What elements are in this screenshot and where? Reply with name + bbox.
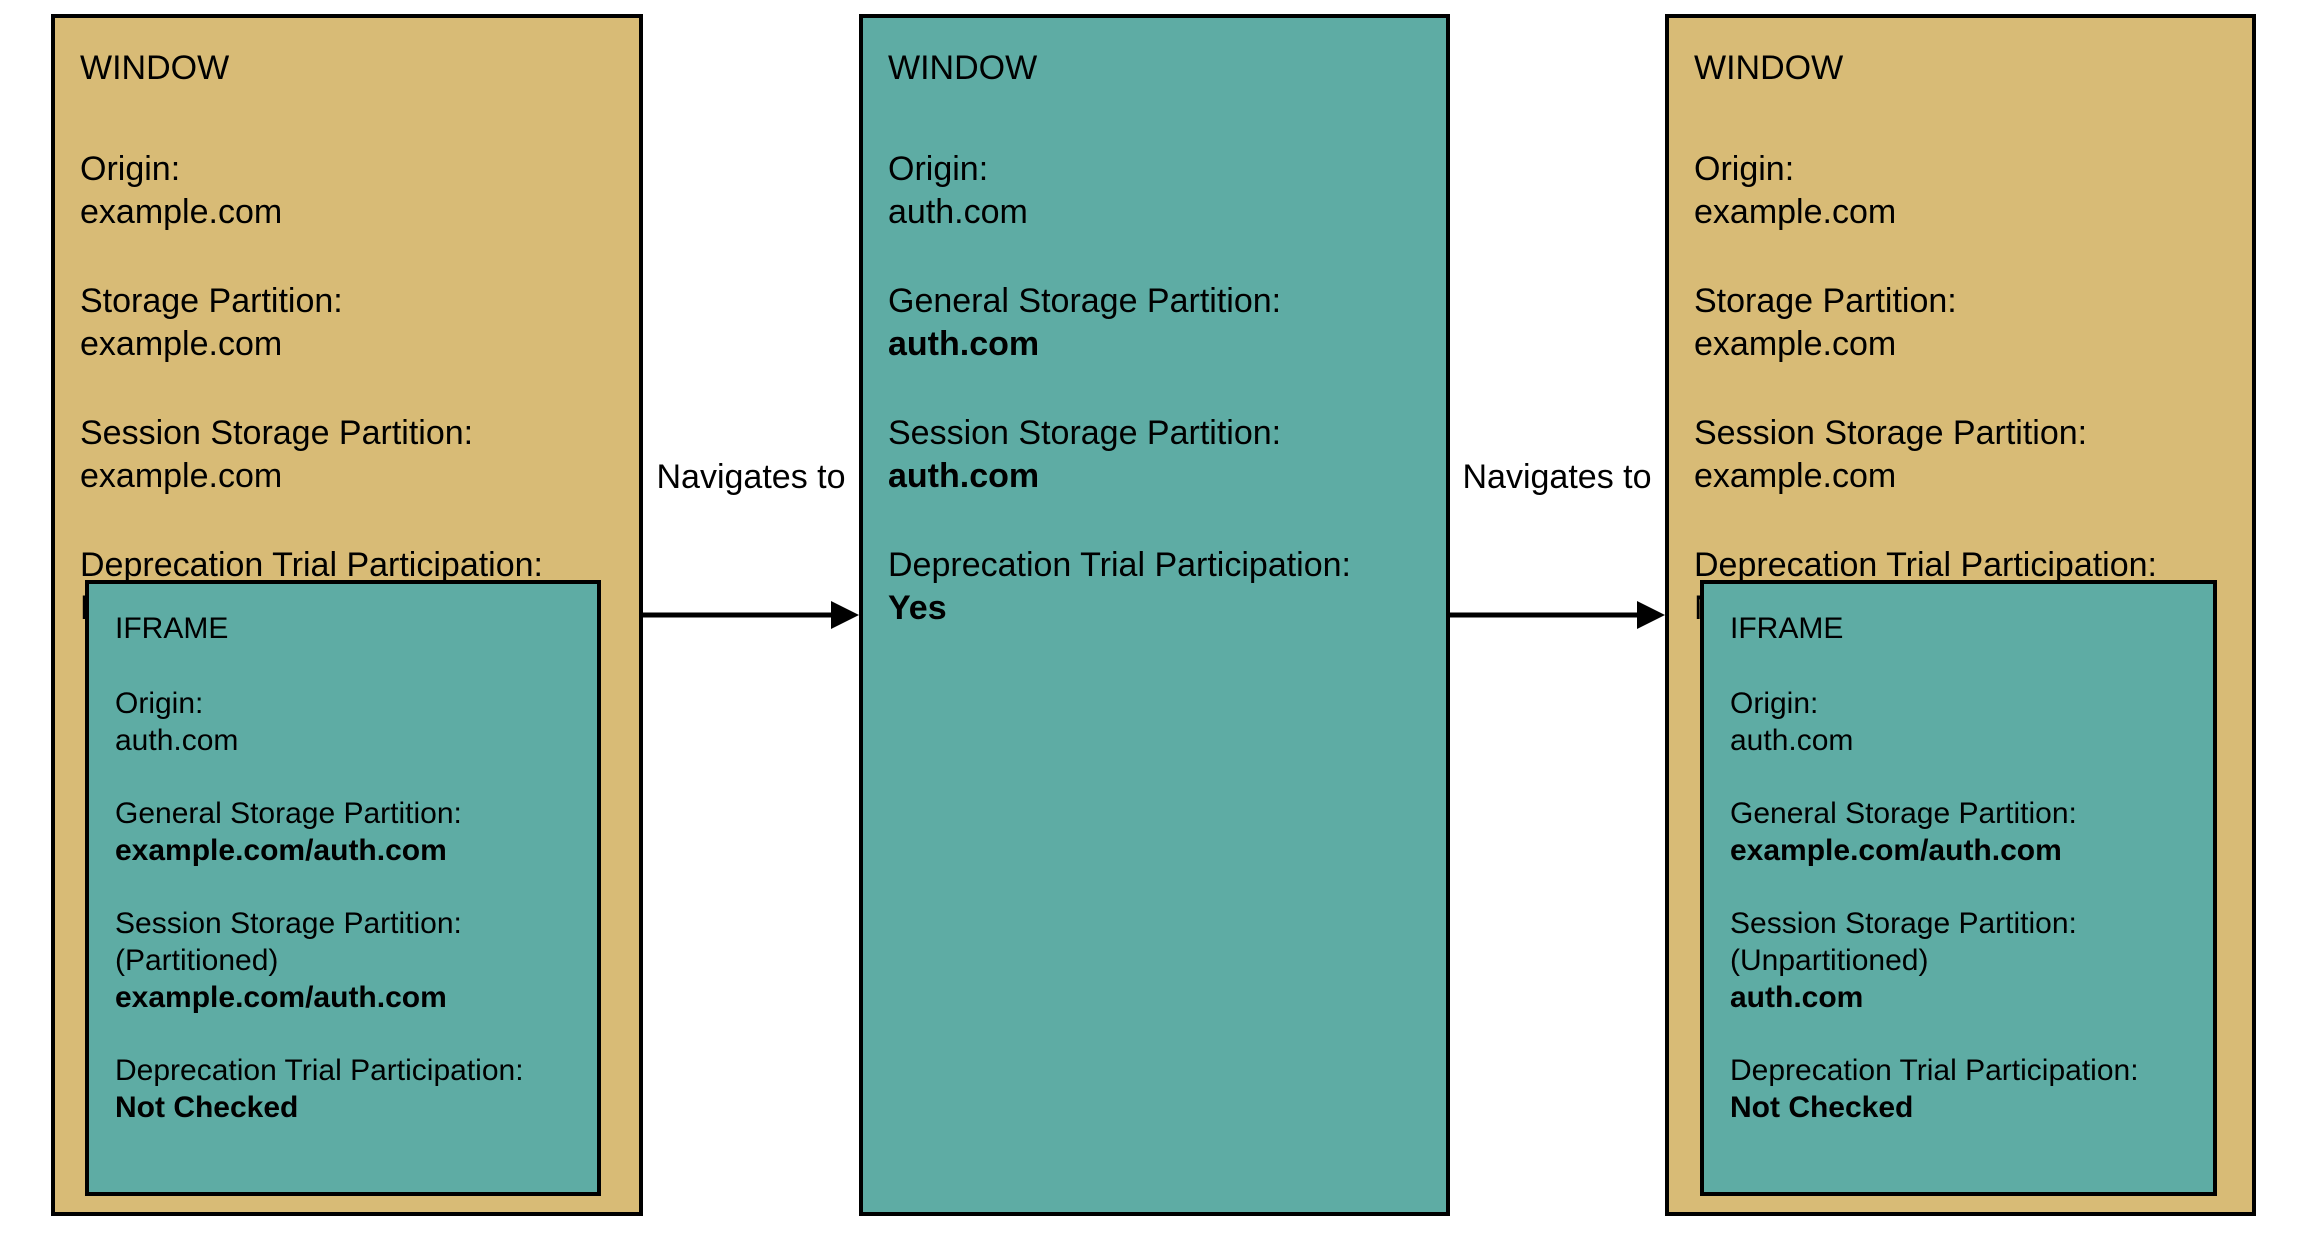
field-label: Deprecation Trial Participation: bbox=[1730, 1054, 2139, 1087]
field-value: example.com bbox=[1694, 193, 1897, 231]
origin-field: Origin: auth.com bbox=[115, 685, 585, 759]
field-value: example.com bbox=[1694, 457, 1897, 495]
right-iframe-box: IFRAME Origin: auth.com General Storage … bbox=[1700, 580, 2217, 1196]
field-value: example.com/auth.com bbox=[115, 981, 447, 1014]
general-storage-partition-field: General Storage Partition: example.com/a… bbox=[1730, 795, 2201, 869]
window-title: WINDOW bbox=[1694, 49, 1844, 87]
origin-field: Origin: auth.com bbox=[888, 148, 1428, 234]
field-value: Not Checked bbox=[115, 1091, 299, 1124]
field-value: Not Checked bbox=[1730, 1091, 1914, 1124]
left-iframe-box: IFRAME Origin: auth.com General Storage … bbox=[85, 580, 601, 1196]
field-label: General Storage Partition: bbox=[1730, 797, 2077, 830]
field-value: example.com/auth.com bbox=[1730, 834, 2062, 867]
navigates-to-label: Navigates to bbox=[656, 458, 846, 496]
origin-field: Origin: example.com bbox=[80, 148, 621, 234]
field-value: example.com/auth.com bbox=[115, 834, 447, 867]
iframe-title: IFRAME bbox=[1730, 612, 1844, 645]
field-label: Deprecation Trial Participation: bbox=[888, 546, 1352, 584]
field-label: General Storage Partition: bbox=[888, 282, 1282, 320]
field-label: Origin: bbox=[80, 150, 181, 188]
field-value: auth.com bbox=[115, 724, 239, 757]
field-value: example.com bbox=[80, 193, 283, 231]
field-label: Session Storage Partition: bbox=[1694, 414, 2088, 452]
field-label: Session Storage Partition: bbox=[1730, 907, 2077, 940]
window-title: WINDOW bbox=[888, 49, 1038, 87]
field-value: auth.com bbox=[1730, 981, 1864, 1014]
navigates-arrow-icon bbox=[643, 601, 859, 629]
session-storage-partition-field: Session Storage Partition: example.com bbox=[1694, 412, 2234, 498]
navigates-to-label: Navigates to bbox=[1462, 458, 1652, 496]
field-label: Deprecation Trial Participation: bbox=[80, 546, 544, 584]
deprecation-trial-field: Deprecation Trial Participation: Not Che… bbox=[115, 1052, 585, 1126]
field-value: Yes bbox=[888, 589, 947, 627]
deprecation-trial-field: Deprecation Trial Participation: Not Che… bbox=[1730, 1052, 2201, 1126]
field-label: Session Storage Partition: bbox=[888, 414, 1282, 452]
storage-partition-field: Storage Partition: example.com bbox=[1694, 280, 2234, 366]
left-window-panel: WINDOW Origin: example.com Storage Parti… bbox=[51, 14, 643, 1216]
field-label: Session Storage Partition: bbox=[115, 907, 462, 940]
field-label: Origin: bbox=[115, 687, 204, 720]
field-value: auth.com bbox=[888, 457, 1040, 495]
middle-window-panel: WINDOW Origin: auth.com General Storage … bbox=[859, 14, 1450, 1216]
field-label: Origin: bbox=[1694, 150, 1795, 188]
session-storage-partition-field: Session Storage Partition: example.com bbox=[80, 412, 621, 498]
field-label: Origin: bbox=[888, 150, 989, 188]
session-storage-partition-field: Session Storage Partition: (Unpartitione… bbox=[1730, 905, 2201, 1016]
general-storage-partition-field: General Storage Partition: example.com/a… bbox=[115, 795, 585, 869]
field-value: auth.com bbox=[888, 325, 1040, 363]
storage-partition-field: Storage Partition: example.com bbox=[80, 280, 621, 366]
field-label: Storage Partition: bbox=[1694, 282, 1957, 320]
field-value: example.com bbox=[80, 325, 283, 363]
field-label: Storage Partition: bbox=[80, 282, 343, 320]
field-note: (Unpartitioned) bbox=[1730, 944, 1929, 977]
field-value: auth.com bbox=[1730, 724, 1854, 757]
field-value: auth.com bbox=[888, 193, 1028, 231]
session-storage-partition-field: Session Storage Partition: auth.com bbox=[888, 412, 1428, 498]
field-label: Origin: bbox=[1730, 687, 1819, 720]
field-value: example.com bbox=[80, 457, 283, 495]
field-note: (Partitioned) bbox=[115, 944, 279, 977]
deprecation-trial-field: Deprecation Trial Participation: Yes bbox=[888, 544, 1428, 630]
right-window-panel: WINDOW Origin: example.com Storage Parti… bbox=[1665, 14, 2256, 1216]
navigates-arrow-icon bbox=[1450, 601, 1665, 629]
window-title: WINDOW bbox=[80, 49, 230, 87]
general-storage-partition-field: General Storage Partition: auth.com bbox=[888, 280, 1428, 366]
iframe-title: IFRAME bbox=[115, 612, 229, 645]
session-storage-partition-field: Session Storage Partition: (Partitioned)… bbox=[115, 905, 585, 1016]
origin-field: Origin: example.com bbox=[1694, 148, 2234, 234]
field-label: General Storage Partition: bbox=[115, 797, 462, 830]
origin-field: Origin: auth.com bbox=[1730, 685, 2201, 759]
field-label: Deprecation Trial Participation: bbox=[115, 1054, 524, 1087]
field-label: Deprecation Trial Participation: bbox=[1694, 546, 2158, 584]
field-value: example.com bbox=[1694, 325, 1897, 363]
field-label: Session Storage Partition: bbox=[80, 414, 474, 452]
